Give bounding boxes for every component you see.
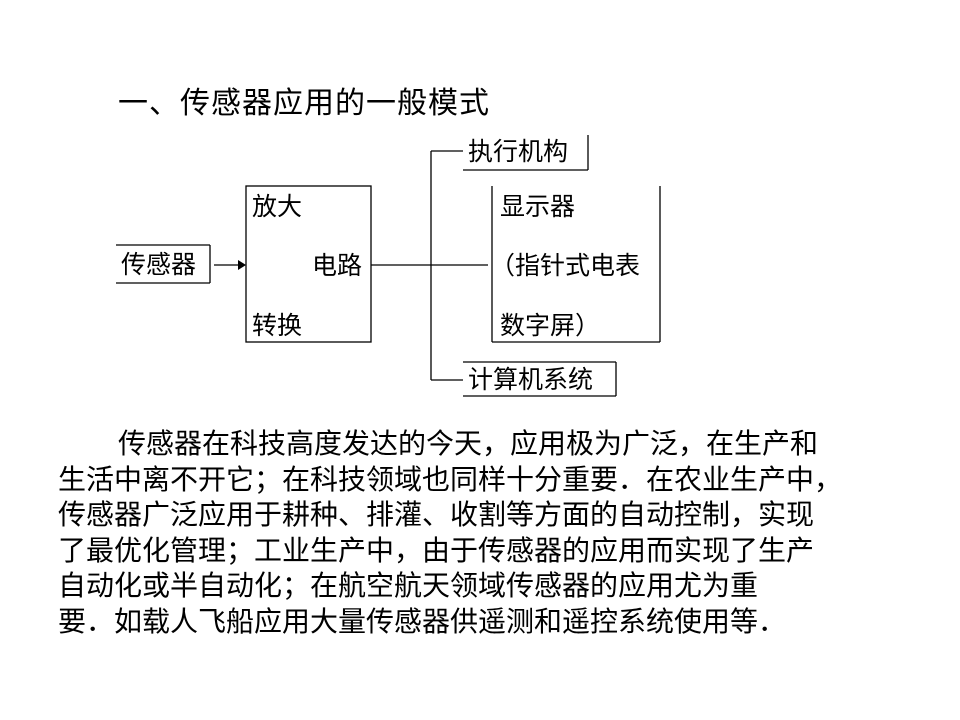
section-title: 一、传感器应用的一般模式 bbox=[118, 86, 490, 121]
paragraph-line: 传感器广泛应用于耕种、排灌、收割等方面的自动控制，实现 bbox=[58, 498, 815, 531]
sensor-application-diagram bbox=[116, 135, 661, 397]
amplify-label: 放大 bbox=[252, 192, 303, 221]
paragraph-line: 要．如载人飞船应用大量传感器供遥测和遥控系统使用等． bbox=[58, 604, 787, 638]
sensor-label: 传感器 bbox=[121, 250, 197, 279]
paragraph-line: 生活中离不开它；在科技领域也同样十分重要．在农业生产中， bbox=[58, 462, 843, 496]
circuit-box bbox=[245, 185, 372, 343]
computer-label: 计算机系统 bbox=[468, 365, 594, 394]
arrow-head bbox=[238, 260, 246, 270]
actuator-label: 执行机构 bbox=[468, 137, 569, 166]
paragraph-line: 自动化或半自动化；在航空航天领域传感器的应用尤为重 bbox=[58, 569, 759, 602]
convert-label: 转换 bbox=[252, 311, 303, 340]
circuit-label: 电路 bbox=[312, 251, 363, 280]
paragraph-line: 了最优化管理；工业生产中，由于传感器的应用而实现了生产 bbox=[58, 533, 815, 567]
display-screen-label: 数字屏） bbox=[500, 311, 601, 340]
paragraph-line: 传感器在科技高度发达的今天，应用极为广泛，在生产和 bbox=[118, 427, 819, 460]
display-types-label: （指针式电表 bbox=[490, 251, 641, 280]
body-paragraph: 传感器在科技高度发达的今天，应用极为广泛，在生产和 生活中离不开它；在科技领域也… bbox=[58, 426, 948, 639]
display-title-label: 显示器 bbox=[500, 192, 576, 221]
